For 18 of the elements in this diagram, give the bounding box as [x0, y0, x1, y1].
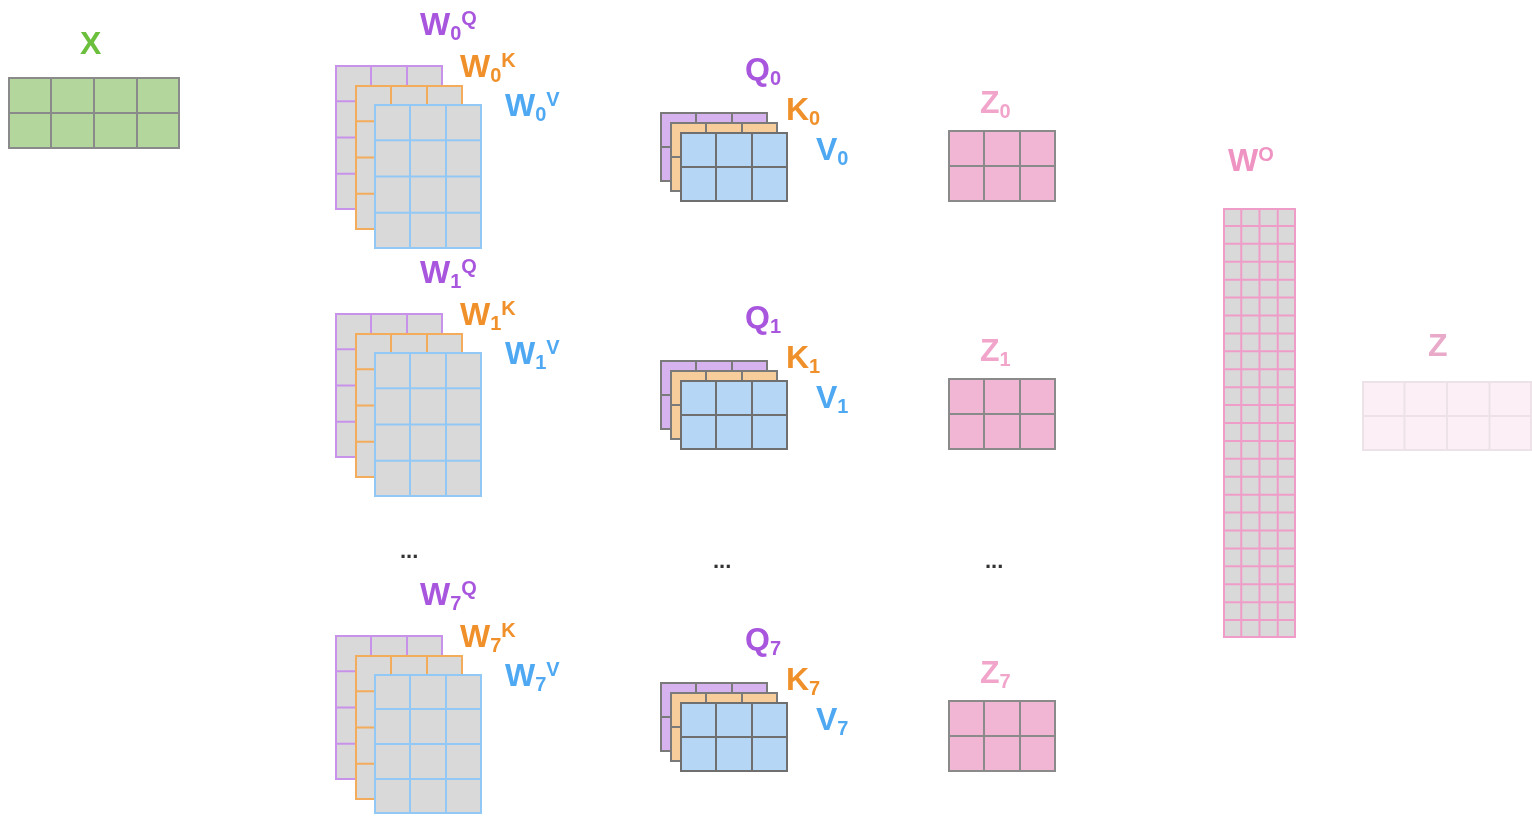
matrix-label: V$_{1}$ [816, 381, 849, 413]
matrix-label: Q$_{0}$ [745, 53, 781, 85]
matrix-label: K$_{7}$ [786, 663, 821, 695]
matrix-label: V$_{7}$ [816, 703, 849, 735]
matrix-label: K$_{0}$ [786, 93, 821, 125]
matrix-label: W$^{O}$ [1228, 144, 1274, 176]
matrix-label: V$_{0}$ [816, 133, 849, 165]
ellipsis-text: ... [400, 540, 419, 562]
matrix-label: X [80, 27, 102, 59]
matrix-label: Z$_{1}$ [980, 334, 1011, 366]
matrix-label: Q$_{7}$ [745, 623, 781, 655]
matrix-label: Z$_{7}$ [980, 656, 1011, 688]
ellipsis-text: ... [713, 550, 732, 572]
matrix-label: Z [1428, 329, 1448, 361]
matrix-label: Q$_{1}$ [745, 301, 781, 333]
matrix-label: Z$_{0}$ [980, 86, 1011, 118]
matrix-label: K$_{1}$ [786, 341, 821, 373]
ellipsis-text: ... [985, 550, 1004, 572]
